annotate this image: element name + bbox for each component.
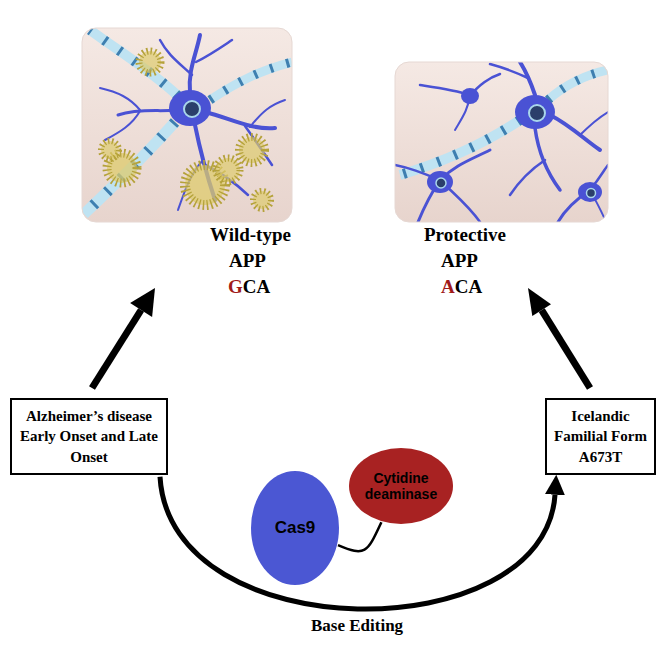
neuron-plaques-image	[82, 28, 292, 222]
oval-fill	[349, 448, 453, 524]
codon-rest: CA	[243, 276, 270, 299]
panel-caption: Wild-type	[210, 224, 291, 247]
codon-base: A	[441, 276, 455, 299]
cas9-oval: Cas9	[250, 470, 340, 586]
node-text: Cytidine deaminase	[348, 466, 454, 506]
panel-border	[82, 28, 292, 222]
edge-label: Base Editing	[307, 616, 407, 636]
gene-name: APP	[229, 250, 266, 273]
gene-name: APP	[441, 250, 478, 273]
node-text: Icelandic Familial Form A673T	[553, 406, 648, 467]
panel-border	[395, 62, 608, 222]
panel-caption: Protective	[424, 224, 506, 247]
oval-fill	[251, 471, 339, 585]
node-text: Alzheimer’s disease Early Onset and Late…	[18, 406, 160, 467]
deaminase-oval: Cytidine deaminase	[348, 447, 454, 525]
amyloid-plaques	[101, 51, 271, 209]
codon-rest: CA	[455, 276, 482, 299]
healthy-neurons-image	[395, 62, 608, 222]
codon-base: G	[228, 276, 243, 299]
variant-box: Icelandic Familial Form A673T	[545, 398, 656, 475]
node-text: Cas9	[267, 514, 324, 542]
linker-line	[338, 522, 381, 551]
up-arrows	[92, 288, 590, 388]
disease-box: Alzheimer’s disease Early Onset and Late…	[10, 398, 168, 475]
